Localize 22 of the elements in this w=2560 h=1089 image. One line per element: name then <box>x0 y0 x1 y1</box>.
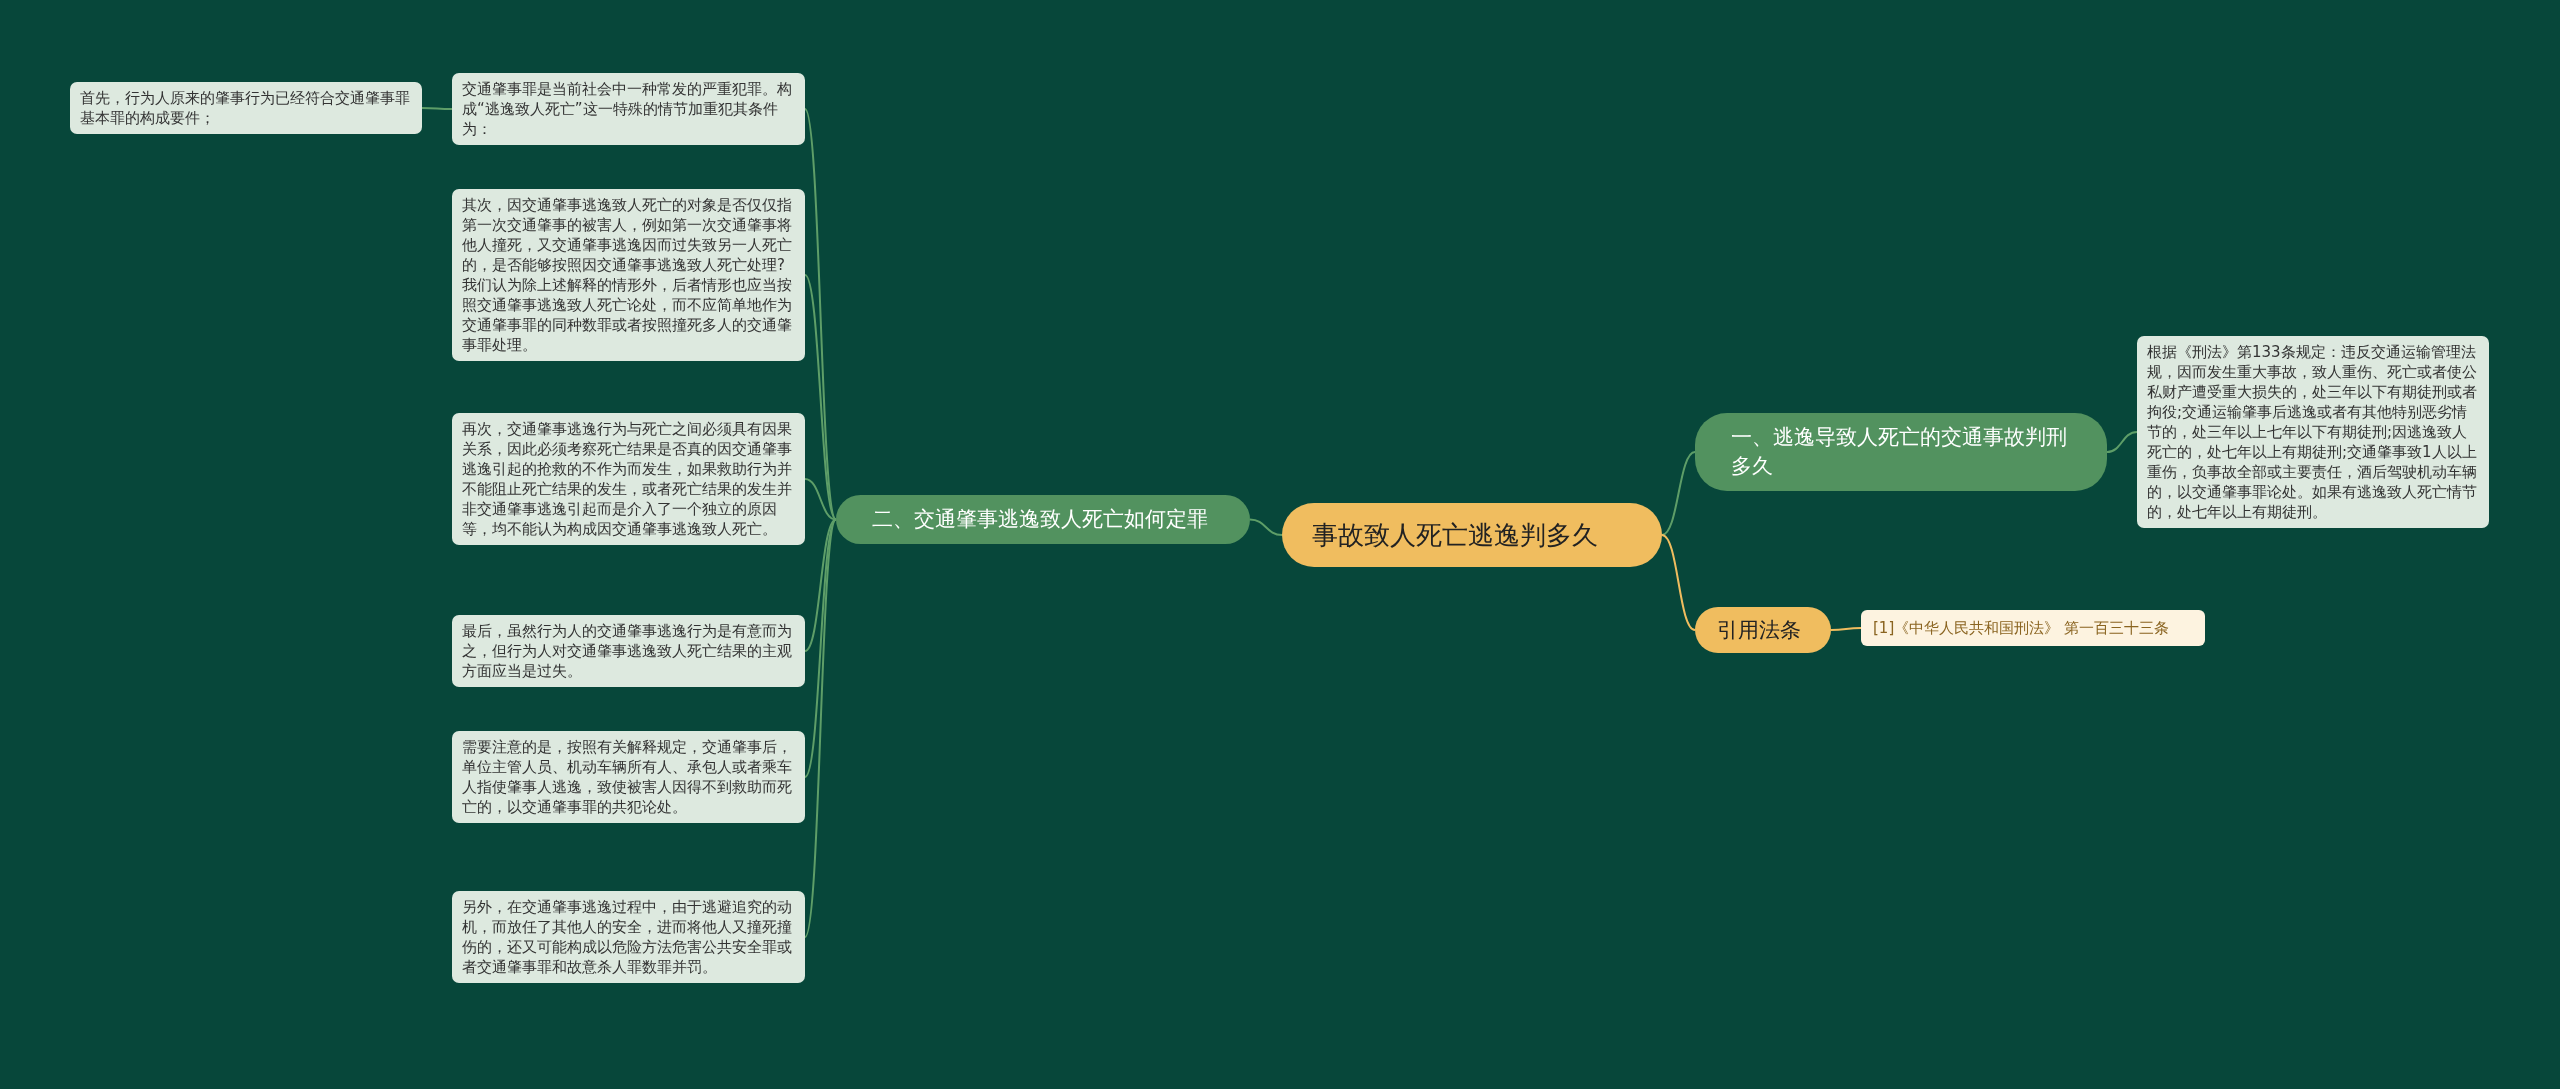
connector <box>1661 451 1696 536</box>
text-card: 交通肇事罪是当前社会中一种常发的严重犯罪。构成“逃逸致人死亡”这一特殊的情节加重犯其条件为： <box>452 73 805 145</box>
connector <box>804 274 837 521</box>
connector <box>804 478 837 521</box>
text-card: 再次，交通肇事逃逸行为与死亡之间必须具有因果关系，因此必须考察死亡结果是否真的因交通肇事逃逸引起的抢救的不作为而发生，如果救助行为并不能阻止死亡结果的发生，或者死亡结果的发生并非交通肇事逃逸引起而是介入了一个独立的原因等，均不能认为构成因交通肇事逃逸致人死亡。 <box>452 413 805 545</box>
text-card: 首先，行为人原来的肇事行为已经符合交通肇事罪基本罪的构成要件； <box>70 82 422 134</box>
connector <box>421 107 453 110</box>
branch-topic: 一、逃逸导致人死亡的交通事故判刑多久 <box>1695 413 2107 491</box>
text-card: 最后，虽然行为人的交通肇事逃逸行为是有意而为之，但行为人对交通肇事逃逸致人死亡结果的主观方面应当是过失。 <box>452 615 805 687</box>
text-card: 根据《刑法》第133条规定：违反交通运输管理法规，因而发生重大事故，致人重伤、死亡或者使公私财产遭受重大损失的，处三年以下有期徒刑或者拘役;交通运输肇事后逃逸或者有其他特别恶劣情节的，处三年以上七年以下有期徒刑;因逃逸致人死亡的，处七年以上有期徒刑;交通肇事致1人以上重伤，负事故全部或主要责任，酒后驾驶机动车辆的，以交通肇事罪论处。如果有逃逸致人死亡情节的，处七年以上有期徒刑。 <box>2137 336 2489 528</box>
reference-card: [1]《中华人民共和国刑法》 第一百三十三条 <box>1861 610 2205 646</box>
text-card: 需要注意的是，按照有关解释规定，交通肇事后，单位主管人员、机动车辆所有人、承包人或者乘车人指使肇事人逃逸，致使被害人因得不到救助而死亡的，以交通肇事罪的共犯论处。 <box>452 731 805 823</box>
text-card: 另外，在交通肇事逃逸过程中，由于逃避追究的动机，而放任了其他人的安全，进而将他人又撞死撞伤的，还又可能构成以危险方法危害公共安全罪或者交通肇事罪和故意杀人罪数罪并罚。 <box>452 891 805 983</box>
connector <box>1661 534 1696 631</box>
connector <box>1249 518 1283 536</box>
branch-topic: 二、交通肇事逃逸致人死亡如何定罪 <box>836 495 1250 544</box>
citation-topic: 引用法条 <box>1695 607 1831 653</box>
text-card: 其次，因交通肇事逃逸致人死亡的对象是否仅仅指第一次交通肇事的被害人，例如第一次交通肇事将他人撞死，又交通肇事逃逸因而过失致另一人死亡的，是否能够按照因交通肇事逃逸致人死亡处理?我们认为除上述解释的情形外，后者情形也应当按照交通肇事逃逸致人死亡论处，而不应简单地作为交通肇事罪的同种数罪或者按照撞死多人的交通肇事罪处理。 <box>452 189 805 361</box>
connector <box>2106 431 2138 453</box>
central-topic: 事故致人死亡逃逸判多久 <box>1282 503 1662 567</box>
connector <box>1830 627 1862 631</box>
connector <box>804 518 837 938</box>
